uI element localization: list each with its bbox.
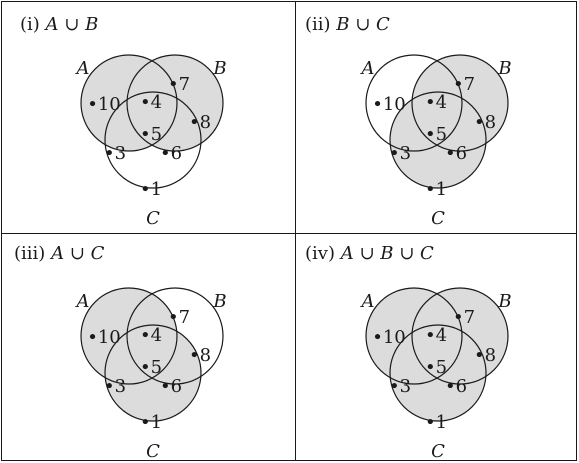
element-label: •3	[104, 376, 126, 397]
set-c-label: C	[431, 208, 445, 229]
element-label: •7	[168, 307, 190, 328]
element-label: •1	[140, 179, 162, 200]
horizontal-divider	[1, 233, 577, 234]
set-b-label: B	[212, 291, 226, 312]
element-label: •6	[445, 376, 467, 397]
set-b-label: B	[212, 58, 226, 79]
set-b-circle	[126, 287, 224, 385]
panel-a-union-b-union-c: (iv) A ∪ B ∪ C A B C •10 •7 •8 •4 •5 •3 •6 •1	[297, 235, 579, 463]
panel-title: (i) A ∪ B	[20, 14, 98, 35]
element-label: •7	[453, 307, 475, 328]
set-c-circle	[104, 91, 202, 189]
venn-diagram: A B C •10 •7 •8 •4 •5 •3 •6 •1	[360, 54, 512, 229]
venn-diagram: A B C •10 •7 •8 •4 •5 •3 •6 •1	[75, 287, 227, 462]
element-label: •3	[389, 143, 411, 164]
set-b-label: B	[497, 291, 511, 312]
element-label: •3	[389, 376, 411, 397]
set-a-circle	[365, 287, 463, 385]
set-c-label: C	[146, 441, 160, 462]
element-label: •1	[425, 412, 447, 433]
set-b-circle	[411, 54, 509, 152]
set-a-circle	[365, 54, 463, 152]
element-label: •7	[453, 74, 475, 95]
set-b-circle	[126, 54, 224, 152]
element-label: •5	[425, 124, 447, 145]
panel-expression: A ∪ B ∪ C	[340, 243, 434, 264]
element-label: •4	[140, 92, 162, 113]
panel-expression: A ∪ B	[45, 14, 99, 35]
venn-diagram: A B C •10 •7 •8 •4 •5 •3 •6 •1	[360, 287, 512, 462]
element-label: •5	[140, 124, 162, 145]
element-label: •10	[372, 94, 406, 115]
element-label: •8	[474, 112, 496, 133]
element-label: •10	[372, 327, 406, 348]
element-label: •6	[160, 143, 182, 164]
element-label: •8	[189, 345, 211, 366]
set-b-label: B	[497, 58, 511, 79]
element-label: •7	[168, 74, 190, 95]
set-c-circle	[104, 324, 202, 422]
set-a-circle	[80, 54, 178, 152]
panel-title: (ii) B ∪ C	[305, 14, 390, 35]
set-a-label: A	[360, 58, 375, 79]
element-label: •10	[87, 94, 121, 115]
set-a-label: A	[75, 58, 90, 79]
element-label: •1	[425, 179, 447, 200]
set-c-label: C	[146, 208, 160, 229]
panel-a-union-c: (iii) A ∪ C A B C •10 •7 •8 •4 •5 •3 •6 •1	[2, 235, 292, 463]
element-label: •3	[104, 143, 126, 164]
panel-title: (iv) A ∪ B ∪ C	[305, 243, 434, 264]
panel-expression: B ∪ C	[336, 14, 390, 35]
panel-b-union-c: (ii) B ∪ C A B C •10 •7 •8 •4 •5 •3 •6 •1	[297, 2, 579, 230]
set-c-label: C	[431, 441, 445, 462]
element-label: •8	[189, 112, 211, 133]
element-label: •8	[474, 345, 496, 366]
element-label: •5	[140, 357, 162, 378]
vertical-divider	[295, 1, 296, 461]
set-a-label: A	[75, 291, 90, 312]
element-label: •6	[445, 143, 467, 164]
set-b-circle	[411, 287, 509, 385]
panel-index: (iv)	[305, 243, 335, 264]
panel-expression: A ∪ C	[51, 243, 105, 264]
set-a-circle	[80, 287, 178, 385]
panel-index: (iii)	[14, 243, 46, 264]
set-c-circle	[389, 324, 487, 422]
element-label: •5	[425, 357, 447, 378]
element-label: •6	[160, 376, 182, 397]
element-label: •1	[140, 412, 162, 433]
venn-diagram: A B C •10 •7 •8 •4 •5 •3 •6 •1	[75, 54, 227, 229]
element-label: •4	[425, 325, 447, 346]
panel-title: (iii) A ∪ C	[14, 243, 104, 264]
panel-index: (i)	[20, 14, 40, 35]
element-label: •4	[140, 325, 162, 346]
panel-index: (ii)	[305, 14, 331, 35]
element-label: •4	[425, 92, 447, 113]
set-c-circle	[389, 91, 487, 189]
set-a-label: A	[360, 291, 375, 312]
element-label: •10	[87, 327, 121, 348]
panel-a-union-b: (i) A ∪ B A B C •10 •7 •8 •4 •5 •3 •6 •1	[2, 2, 292, 230]
